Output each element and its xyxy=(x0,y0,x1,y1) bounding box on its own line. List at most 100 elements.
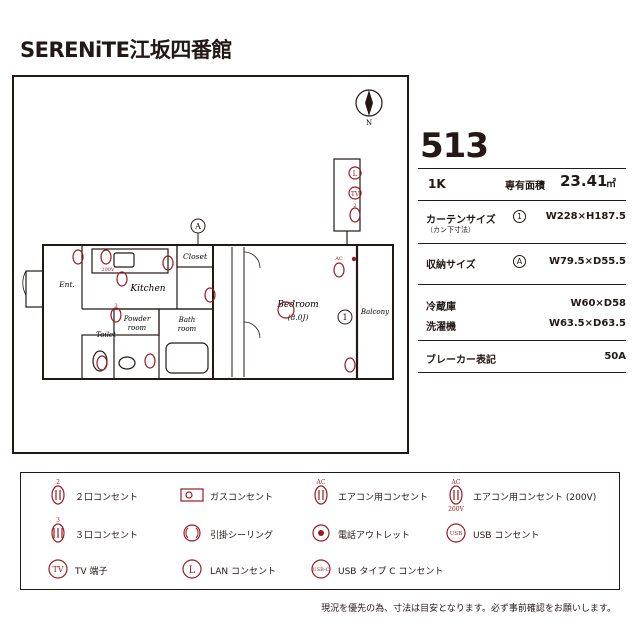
plan-mark-1: 1 xyxy=(342,313,347,322)
ceiling-light xyxy=(277,301,295,319)
legend-tv: TV xyxy=(52,565,63,574)
legend-label-usbc-outlet: USB タイプ C コンセント xyxy=(338,567,444,577)
plan-num-2: 2 xyxy=(353,203,356,209)
label-bath-1: Bath xyxy=(178,316,196,324)
bath-room xyxy=(158,308,214,380)
compass xyxy=(355,89,383,117)
outlet-kitchen xyxy=(116,271,128,287)
plan-lan-mark: L xyxy=(353,170,358,178)
label-bath-2: room xyxy=(178,325,197,333)
storage-label: 収納サイズ xyxy=(426,260,476,271)
label-ent: Ent. xyxy=(58,280,75,289)
legend-icons: 2 AC AC 200V 3 USB TV L USB-C xyxy=(48,479,466,579)
room-type: 1K xyxy=(428,177,446,191)
usbc-outlet-icon xyxy=(311,559,331,579)
area-unit: ㎡ xyxy=(606,179,616,190)
legend-ac-200v: AC xyxy=(451,479,461,486)
fridge-label: 冷蔵庫 xyxy=(426,302,456,313)
breaker-value: 50A xyxy=(604,351,626,362)
storage-value: W79.5×D55.5 xyxy=(548,256,626,267)
divider xyxy=(418,284,626,285)
legend-200v: 200V xyxy=(448,506,464,513)
curtain-label: カーテンサイズ xyxy=(426,215,496,226)
divider xyxy=(418,340,626,341)
divider xyxy=(418,372,626,373)
legend-ac: AC xyxy=(316,479,326,486)
label-bedroom: Bedroom xyxy=(276,300,318,310)
toilet-room xyxy=(81,334,115,380)
gas-outlet-icon xyxy=(180,488,204,502)
outlet-kitchen-200v xyxy=(100,249,112,265)
compass-north-label: N xyxy=(366,119,372,127)
legend-num-2: 2 xyxy=(56,479,60,486)
legend-label-triple-outlet: ３口コンセント xyxy=(75,531,139,541)
legend-label-ac-outlet: エアコン用コンセント xyxy=(338,493,429,503)
phone-outlet xyxy=(351,256,357,262)
washer-label: 洗濯機 xyxy=(426,322,456,333)
outlet-toilet xyxy=(96,355,108,371)
divider xyxy=(418,243,626,244)
outlet-tv xyxy=(348,186,362,200)
outlet-lan xyxy=(348,166,362,180)
label-bedroom-size: (8.0J) xyxy=(288,313,309,322)
storage-mark: A xyxy=(513,255,526,268)
legend-panel: 2 AC AC 200V 3 USB TV L USB-C ２口コンセント ガス… xyxy=(20,472,620,590)
double-outlet-icon xyxy=(51,485,65,505)
legend-label-double-outlet: ２口コンセント xyxy=(75,493,139,503)
legend-label-ac-200v-outlet: エアコン用コンセント (200V) xyxy=(473,493,597,503)
label-powder-2: room xyxy=(128,324,147,332)
floor-plan: N Ent. Kitchen Closet Bedroom (8.0J) Bal… xyxy=(12,75,409,454)
washer-value: W63.5×D63.5 xyxy=(548,318,626,329)
legend-num-3: 3 xyxy=(56,517,60,524)
curtain-sub: （カン下寸法） xyxy=(426,226,475,234)
legend-label-gas-outlet: ガスコンセント xyxy=(210,493,274,503)
fridge-value: W60×D58 xyxy=(570,298,626,309)
label-powder-1: Powder xyxy=(123,315,151,323)
triple-outlet-icon xyxy=(51,523,65,543)
outlet-ac xyxy=(333,262,345,278)
room-number: 513 xyxy=(420,126,489,166)
curtain-mark: 1 xyxy=(513,210,526,223)
property-title: SERENiTE江坂四番館 xyxy=(20,38,232,62)
divider xyxy=(418,200,626,201)
legend-label-ceiling-hook: 引掛シーリング xyxy=(210,531,274,541)
label-kitchen: Kitchen xyxy=(129,284,165,294)
tv-outlet-icon xyxy=(48,559,68,579)
plan-ac-mark: AC xyxy=(334,256,343,262)
legend-label-tv-outlet: TV 端子 xyxy=(75,567,108,577)
plan-num-3: 3 xyxy=(114,303,117,309)
plan-200v-mark: 200V xyxy=(101,267,115,273)
outlet-washroom xyxy=(144,353,156,369)
ceiling-hook-icon xyxy=(183,524,201,542)
closet-box xyxy=(176,244,214,268)
legend-label-usb-outlet: USB コンセント xyxy=(473,531,540,541)
legend-label-phone-outlet: 電話アウトレット xyxy=(338,531,411,541)
legend-lan: L xyxy=(189,565,196,576)
ac-outlet-icon xyxy=(314,485,328,505)
outlet-entrance xyxy=(72,249,84,265)
label-toilet: Toilet xyxy=(96,331,116,339)
legend-usbc: USB-C xyxy=(313,567,330,573)
floor-plan-drawing: N Ent. Kitchen Closet Bedroom (8.0J) Bal… xyxy=(22,89,394,380)
outlet-cooktop xyxy=(162,255,174,271)
outlet-corridor xyxy=(204,287,216,303)
label-balcony: Balcony xyxy=(360,308,390,316)
divider xyxy=(418,168,626,169)
phone-outlet-icon xyxy=(312,524,330,542)
bath-tub xyxy=(165,342,209,374)
legend-label-lan-outlet: LAN コンセント xyxy=(210,567,276,577)
kitchen-counter xyxy=(91,248,169,274)
ac-200v-outlet-icon xyxy=(449,485,463,505)
curtain-value: W228×H187.5 xyxy=(545,211,626,222)
area-value: 23.41 xyxy=(560,172,608,190)
usb-outlet-icon xyxy=(446,523,466,543)
outlet-bedroom xyxy=(344,357,356,373)
label-closet: Closet xyxy=(183,252,208,261)
entrance-wall xyxy=(25,270,44,308)
area-label: 専有面積 xyxy=(505,181,545,192)
outlet-powder xyxy=(110,307,122,323)
breaker-label: ブレーカー表記 xyxy=(426,355,496,366)
outlet-2 xyxy=(349,207,361,223)
disclaimer-note: 現況を優先の為、寸法は目安となります。必ず事前確認をお願いします。 xyxy=(321,604,616,614)
plan-tv-mark: TV xyxy=(351,191,360,198)
